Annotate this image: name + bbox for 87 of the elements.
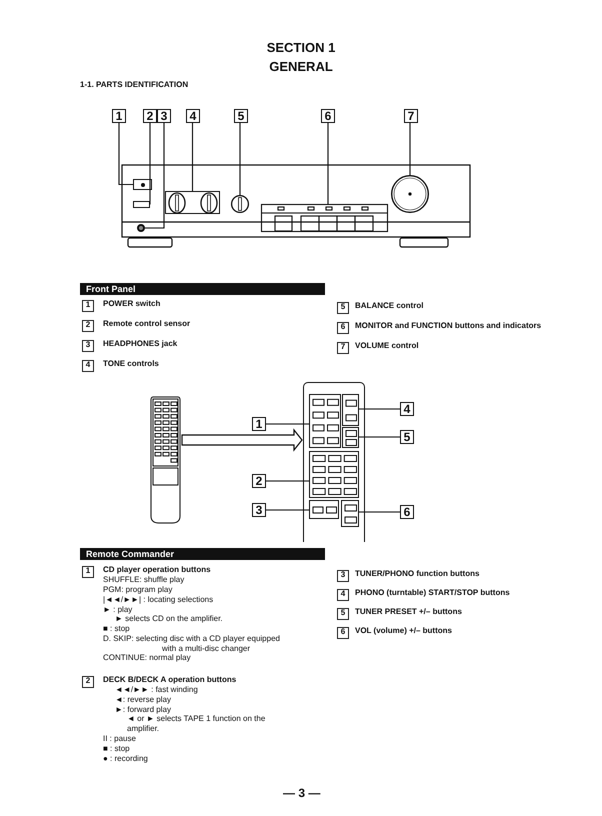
button-group <box>341 500 359 527</box>
header-bar: Front Panel <box>80 283 325 295</box>
leader-line <box>149 123 151 206</box>
remote-control-body <box>303 382 365 542</box>
list-text: D. SKIP: selecting disc with a CD player equipped with a multi-disc changer <box>103 634 281 654</box>
page-number: — 3 — <box>283 786 320 800</box>
leader-line <box>145 123 165 229</box>
headphone-jack <box>137 224 145 232</box>
list-number: 2 <box>82 320 94 332</box>
callout-number: 3 <box>157 109 171 123</box>
list-text: TUNER PRESET +/– buttons <box>355 607 462 617</box>
button-group <box>342 394 359 426</box>
callout-number: 6 <box>321 109 335 123</box>
list-number: 1 <box>82 566 94 578</box>
list-text: PGM: program play <box>103 585 172 595</box>
page-title: SECTION 1 GENERAL <box>266 39 336 76</box>
list-text: VOLUME control <box>355 341 419 351</box>
list-text: SHUFFLE: shuffle play <box>103 575 184 585</box>
remote-control-drawing <box>150 396 181 524</box>
list-text: BALANCE control <box>355 301 424 311</box>
list-text: II : pause <box>103 734 136 744</box>
leader-line <box>266 423 309 425</box>
power-switch <box>133 179 152 190</box>
list-text: ● : recording <box>103 754 148 764</box>
callout-number: 6 <box>400 505 414 519</box>
leader-line <box>359 511 400 513</box>
tone-knobs-panel <box>165 191 220 214</box>
list-text: ◄ or ► selects TAPE 1 function on the amplifier. <box>127 714 266 734</box>
section-heading: 1-1. PARTS IDENTIFICATION <box>80 80 188 90</box>
list-text: CONTINUE: normal play <box>103 653 191 663</box>
list-text: HEADPHONES jack <box>103 339 178 349</box>
list-text: ►: forward play <box>115 705 171 715</box>
list-number: 2 <box>82 676 94 688</box>
callout-number: 1 <box>252 417 266 431</box>
list-number: 5 <box>337 608 349 620</box>
list-text: POWER switch <box>103 299 160 309</box>
leader-line <box>327 123 329 204</box>
leader-line <box>359 436 400 438</box>
header-bar: Remote Commander <box>80 548 325 560</box>
list-text: MONITOR and FUNCTION buttons and indicators <box>355 321 542 331</box>
leader-line <box>118 123 133 186</box>
list-number: 4 <box>82 360 94 372</box>
callout-number: 2 <box>143 109 157 123</box>
list-text: ◄: reverse play <box>115 695 171 705</box>
list-text: |◄◄/►►| : locating selections <box>103 595 214 605</box>
leader-line <box>192 123 194 191</box>
list-text: Remote control sensor <box>103 319 190 329</box>
callout-number: 1 <box>112 109 126 123</box>
leader-line <box>359 408 400 410</box>
balance-knob <box>231 195 249 213</box>
callout-number: 5 <box>400 430 414 444</box>
callout-number: 4 <box>186 109 200 123</box>
list-text: VOL (volume) +/– buttons <box>355 626 452 636</box>
list-number: 3 <box>82 340 94 352</box>
list-number: 5 <box>337 302 349 314</box>
list-text: PHONO (turntable) START/STOP buttons <box>355 588 510 598</box>
leader-line <box>409 123 411 175</box>
list-number: 4 <box>337 589 349 601</box>
callout-number: 7 <box>404 109 418 123</box>
function-button-panel <box>261 204 388 232</box>
callout-number: 5 <box>234 109 248 123</box>
list-number: 7 <box>337 342 349 354</box>
leader-line <box>266 480 309 482</box>
button-group <box>309 394 341 448</box>
remote-sensor <box>133 201 150 208</box>
button-group <box>342 427 359 448</box>
list-number: 1 <box>82 300 94 312</box>
list-text: TONE controls <box>103 359 159 369</box>
button-group <box>309 451 359 498</box>
list-text: ■ : stop <box>103 624 130 634</box>
volume-knob <box>391 175 429 213</box>
list-text: ► selects CD on the amplifier. <box>115 614 223 624</box>
callout-number: 2 <box>252 474 266 488</box>
leader-line <box>239 123 241 195</box>
list-text: ► : play <box>103 605 132 615</box>
list-number: 3 <box>337 570 349 582</box>
list-text: ◄◄/►► : fast winding <box>115 685 198 695</box>
list-number: 6 <box>337 627 349 639</box>
list-text: ■ : stop <box>103 744 130 754</box>
button-group <box>309 500 339 519</box>
list-text: DECK B/DECK A operation buttons <box>103 675 236 685</box>
leader-line <box>266 509 309 511</box>
callout-number: 3 <box>252 503 266 517</box>
hollow-arrow <box>181 428 303 452</box>
list-text: TUNER/PHONO function buttons <box>355 569 480 579</box>
callout-number: 4 <box>400 402 414 416</box>
list-number: 6 <box>337 322 349 334</box>
